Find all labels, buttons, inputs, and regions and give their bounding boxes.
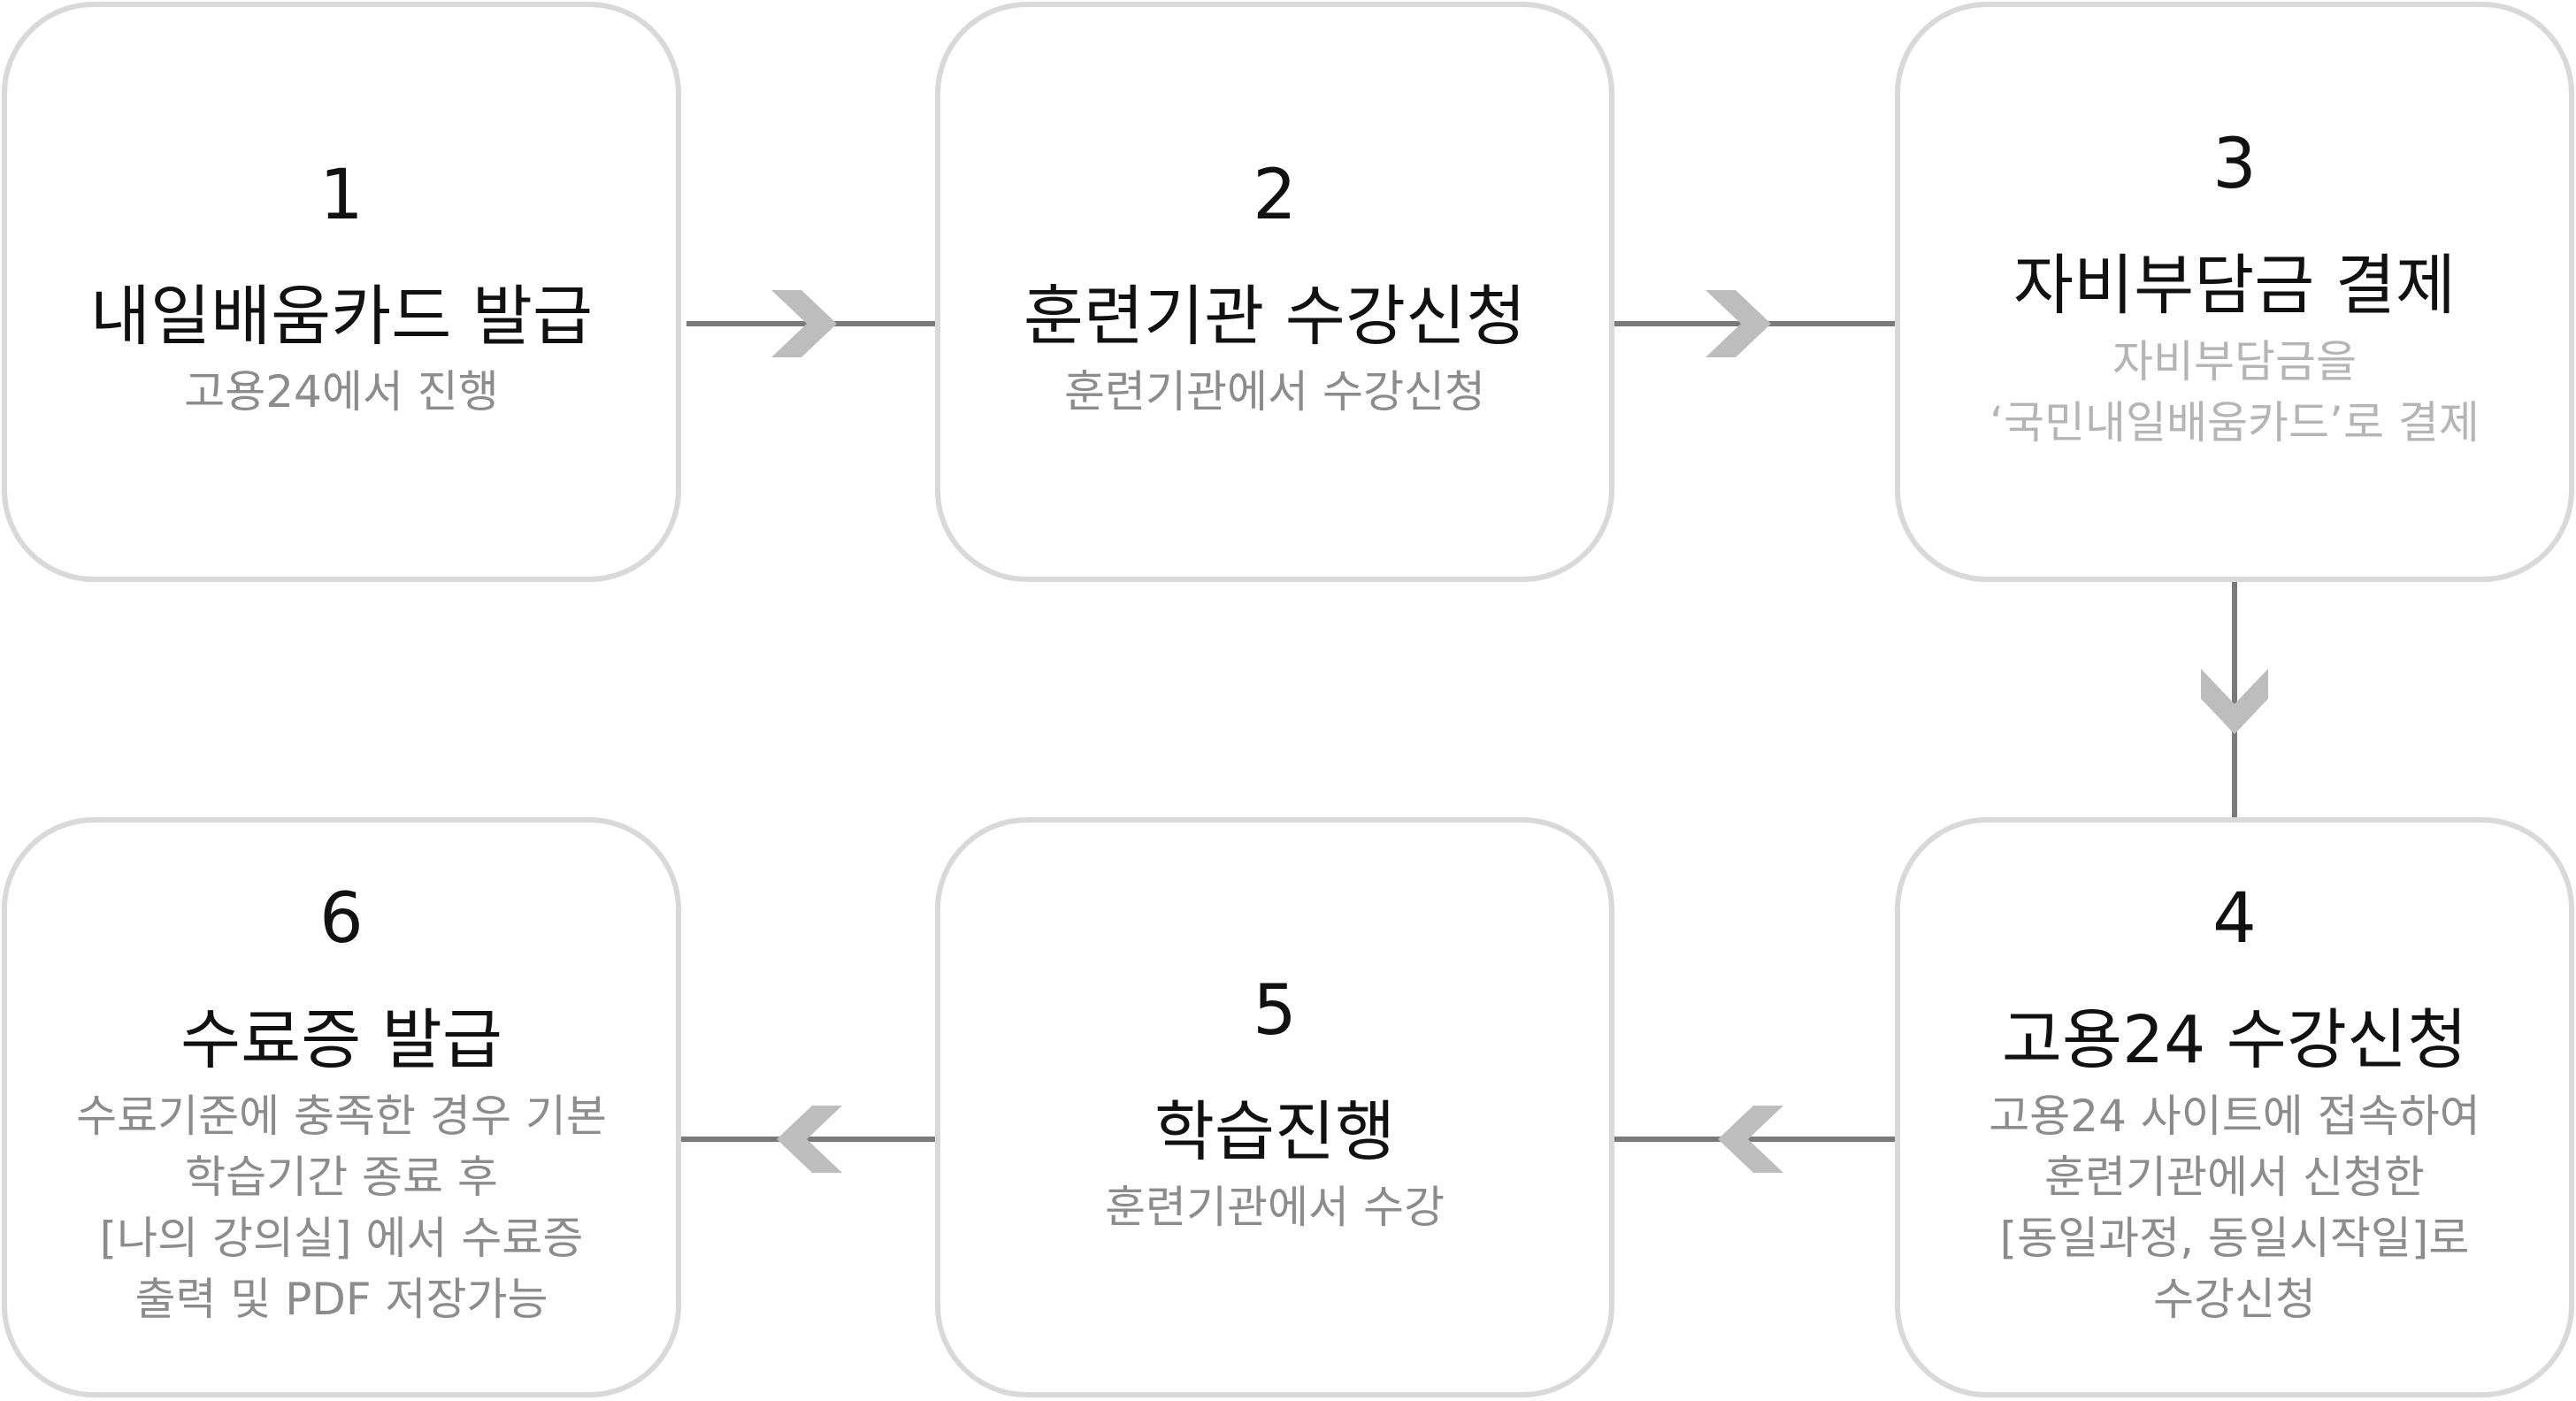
- step-description-line: 출력 및 PDF 저장가능: [134, 1273, 548, 1325]
- step-description: 고용24 사이트에 접속하여 훈련기관에서 신청한 [동일과정, 동일시작일]로…: [1989, 1086, 2480, 1330]
- step-number: 4: [2212, 879, 2257, 960]
- step-card-3: 3 자비부담금 결제 자비부담금을 ‘국민내일배움카드’로 결제: [1895, 2, 2574, 582]
- step-number: 6: [319, 879, 364, 960]
- step-description-line: 훈련기관에서 수강: [1105, 1182, 1445, 1234]
- step-card-2: 2 훈련기관 수강신청 훈련기관에서 수강신청: [935, 2, 1614, 582]
- step-number: 1: [319, 155, 364, 235]
- step-description-line: 수료기준에 충족한 경우 기본: [76, 1090, 607, 1142]
- step-description: 수료기준에 충족한 경우 기본 학습기간 종료 후 [나의 강의실] 에서 수료…: [76, 1086, 607, 1330]
- step-description-line: 고용24에서 진행: [184, 366, 499, 418]
- step-description: 훈련기관에서 수강: [1105, 1177, 1445, 1238]
- step-description: 훈련기관에서 수강신청: [1064, 362, 1485, 423]
- step-title: 내일배움카드 발급: [89, 278, 594, 355]
- step-card-5: 5 학습진행 훈련기관에서 수강: [935, 817, 1614, 1397]
- step-title: 자비부담금 결제: [2012, 248, 2457, 325]
- step-description-line: 자비부담금을: [2112, 335, 2357, 387]
- step-title: 고용24 수강신청: [2001, 1002, 2468, 1079]
- arrow-1-to-2: [686, 290, 935, 357]
- arrow-4-to-5: [1614, 1106, 1895, 1173]
- step-description-line: [나의 강의실] 에서 수료증: [99, 1212, 584, 1264]
- step-title: 수료증 발급: [180, 1002, 502, 1079]
- step-number: 3: [2212, 125, 2257, 205]
- arrow-2-to-3: [1614, 290, 1895, 357]
- step-number: 2: [1253, 155, 1297, 235]
- step-description-line: 훈련기관에서 신청한: [2044, 1151, 2425, 1203]
- step-description-line: 고용24 사이트에 접속하여: [1989, 1090, 2480, 1142]
- step-description-line: ‘국민내일배움카드’로 결제: [1990, 396, 2480, 448]
- step-number: 5: [1253, 970, 1297, 1051]
- step-description-line: [동일과정, 동일시작일]로: [1999, 1212, 2470, 1264]
- step-description-line: 학습기간 종료 후: [185, 1151, 498, 1203]
- step-title: 훈련기관 수강신청: [1023, 278, 1527, 355]
- step-description: 자비부담금을 ‘국민내일배움카드’로 결제: [1990, 332, 2480, 454]
- step-card-4: 4 고용24 수강신청 고용24 사이트에 접속하여 훈련기관에서 신청한 [동…: [1895, 817, 2574, 1397]
- step-card-1: 1 내일배움카드 발급 고용24에서 진행: [2, 2, 681, 582]
- arrow-5-to-6: [681, 1106, 935, 1173]
- step-card-6: 6 수료증 발급 수료기준에 충족한 경우 기본 학습기간 종료 후 [나의 강…: [2, 817, 681, 1397]
- step-title: 학습진행: [1154, 1093, 1396, 1170]
- arrow-3-to-4: [2201, 582, 2268, 817]
- step-description-line: 훈련기관에서 수강신청: [1064, 366, 1485, 418]
- step-description: 고용24에서 진행: [184, 362, 499, 423]
- step-description-line: 수강신청: [2152, 1273, 2316, 1325]
